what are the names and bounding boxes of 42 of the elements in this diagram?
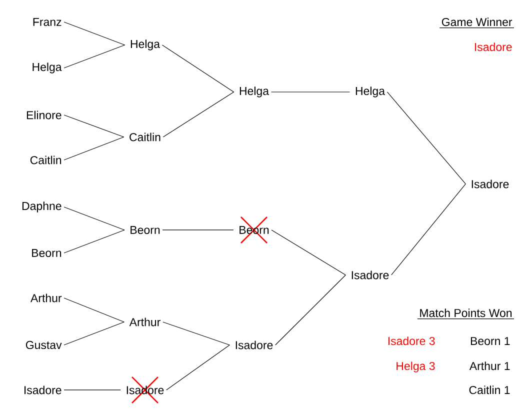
player-name: Beorn xyxy=(32,248,62,257)
bracket-line xyxy=(64,298,124,322)
player-name: Isadore xyxy=(352,270,389,280)
player-name: Caitlin xyxy=(30,156,62,164)
player-name: Daphne xyxy=(22,202,62,212)
heading: Game Winner xyxy=(439,18,514,28)
player-name: Beorn xyxy=(130,226,160,234)
bracket-line xyxy=(64,230,125,254)
bracket-line xyxy=(64,136,124,160)
bracket-line xyxy=(162,44,234,92)
bracket-line xyxy=(162,92,234,138)
bracket-line xyxy=(64,206,125,230)
player-name: Isadore xyxy=(472,180,509,188)
bracket-line xyxy=(64,322,124,346)
bracket-line xyxy=(64,22,126,46)
bracket-line xyxy=(386,92,466,184)
score-text: Isadore 3 xyxy=(388,336,435,346)
score-text: Caitlin 1 xyxy=(469,386,510,394)
player-name: Helga xyxy=(356,86,386,98)
player-name: Gustav xyxy=(26,340,62,350)
bracket-line xyxy=(64,44,126,68)
score-text: Helga 3 xyxy=(396,362,435,372)
player-name: Isadore xyxy=(24,386,62,394)
player-name: Isadore xyxy=(236,340,273,350)
player-name: Arthur xyxy=(129,318,160,326)
player-name: Helga xyxy=(240,86,270,98)
bracket-line xyxy=(166,344,230,390)
bracket-line xyxy=(391,184,466,276)
bracket-line xyxy=(271,230,346,276)
score-text: Beorn 1 xyxy=(470,337,510,346)
player-name: Franz xyxy=(33,18,62,26)
player-name: Helga xyxy=(130,40,160,50)
player-name: Elinore xyxy=(26,110,62,120)
player-name: Helga xyxy=(32,62,62,74)
bracket-line xyxy=(275,274,346,346)
heading: Match Points Won xyxy=(417,308,514,320)
score-text: Isadore xyxy=(475,42,512,52)
bracket-line xyxy=(162,322,230,346)
player-name: Caitlin xyxy=(130,132,160,142)
player-name: Arthur xyxy=(30,294,62,302)
bracket-line xyxy=(64,114,124,138)
score-text: Arthur 1 xyxy=(469,362,510,370)
